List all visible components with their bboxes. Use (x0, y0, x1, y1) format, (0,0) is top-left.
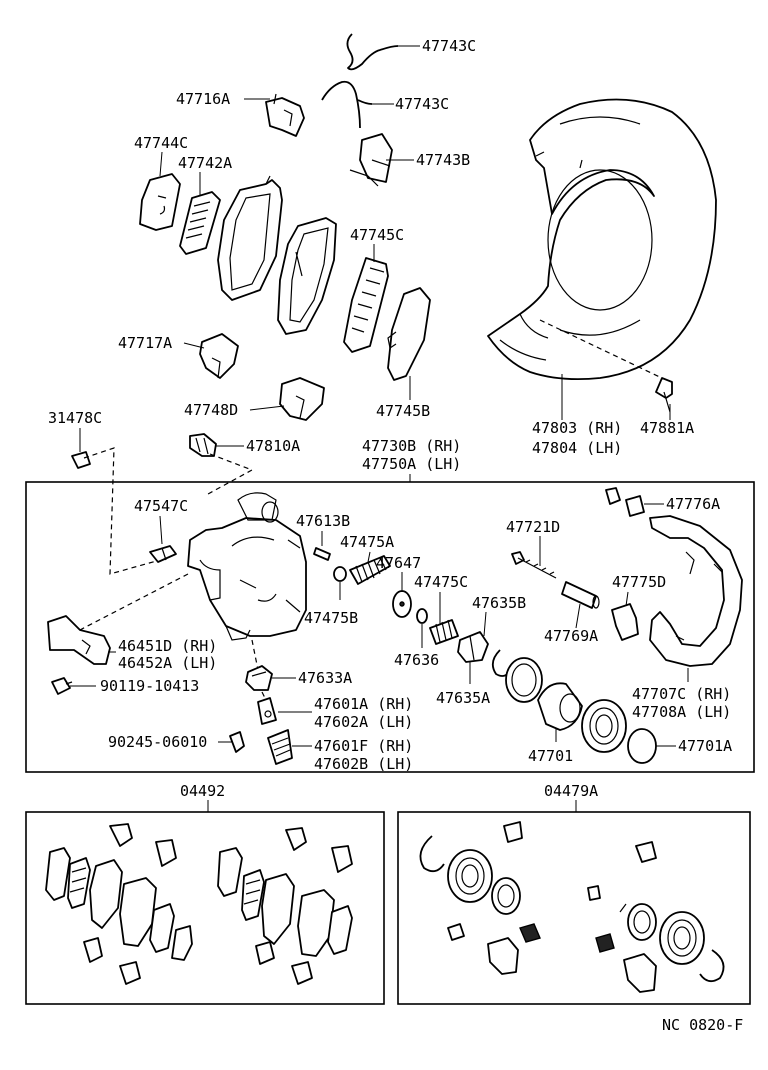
cylinder-boot-ring (505, 657, 543, 703)
brake-pad-inner (277, 217, 337, 335)
label-47881a: 47881A (640, 419, 694, 437)
label-47810a: 47810A (246, 437, 300, 455)
shim-47742a (179, 191, 221, 255)
label-47803-rh: 47803 (RH) (532, 419, 622, 437)
spring-47475c (429, 619, 459, 645)
shim-47745b (387, 287, 431, 381)
label-47708a-lh: 47708A (LH) (632, 703, 731, 721)
brake-pad-outer (217, 175, 283, 301)
disc-dust-cover (487, 98, 717, 381)
boot-47633a (245, 665, 273, 691)
piston-47701 (537, 682, 583, 731)
label-47769a: 47769A (544, 627, 598, 645)
label-kit-04492: 04492 (180, 782, 225, 800)
bushing-47776a (605, 487, 645, 517)
anti-squeal-spring-upper (346, 33, 399, 71)
label-47776a: 47776A (666, 495, 720, 513)
slide-pin-47601f (267, 729, 293, 765)
pin-47613b (313, 547, 331, 561)
label-47745b: 47745B (376, 402, 430, 420)
label-90119-10413: 90119-10413 (100, 677, 199, 695)
slide-pin-47601a (257, 697, 277, 725)
pad-clip-47743b (349, 133, 393, 187)
anti-squeal-spring-lower (321, 80, 373, 129)
label-46452a-lh: 46452A (LH) (118, 654, 217, 672)
bolt-90119-10413 (51, 677, 73, 695)
label-47475a: 47475A (340, 533, 394, 551)
bleeder-plug-47810a (189, 433, 217, 457)
label-47743b: 47743B (416, 151, 470, 169)
label-47717a: 47717A (118, 334, 172, 352)
bolt-47881a (655, 377, 673, 413)
kit-04479a-frame (397, 811, 751, 1005)
label-47743c-lower: 47743C (395, 95, 449, 113)
shim-47744c (139, 173, 181, 231)
label-47804-lh: 47804 (LH) (532, 439, 622, 457)
label-47730b-rh: 47730B (RH) (362, 437, 461, 455)
seal-47636 (416, 608, 428, 624)
kit-04492-frame (25, 811, 385, 1005)
shim-47745c (343, 257, 389, 353)
label-47601f-rh: 47601F (RH) (314, 737, 413, 755)
boot-47635a (457, 631, 489, 663)
label-47475b: 47475B (304, 609, 358, 627)
label-47602a-lh: 47602A (LH) (314, 713, 413, 731)
label-47745c: 47745C (350, 226, 404, 244)
label-47635a: 47635A (436, 689, 490, 707)
kit-04479a-contents (419, 821, 725, 993)
bleeder-screw-47547c (149, 545, 177, 563)
label-47775d: 47775D (612, 573, 666, 591)
plate-47647 (392, 590, 412, 618)
label-47475c: 47475C (414, 573, 468, 591)
label-kit-04479a: 04479A (544, 782, 598, 800)
spring-47475a (349, 555, 391, 585)
label-31478c: 31478C (48, 409, 102, 427)
label-47601a-rh: 47601A (RH) (314, 695, 413, 713)
label-47721d: 47721D (506, 518, 560, 536)
label-47748d: 47748D (184, 401, 238, 419)
bushing-47775d (611, 603, 639, 641)
label-47716a: 47716A (176, 90, 230, 108)
caliper-cylinder (187, 492, 307, 641)
label-47701a: 47701A (678, 737, 732, 755)
label-47701: 47701 (528, 747, 573, 765)
footer-code: NC 0820-F (662, 1016, 743, 1034)
label-47750a-lh: 47750A (LH) (362, 455, 461, 473)
bracket-46451d (47, 615, 111, 665)
slide-pin-47769a (561, 581, 600, 609)
ring-47475b (333, 566, 347, 582)
label-47743c-upper: 47743C (422, 37, 476, 55)
label-47742a: 47742A (178, 154, 232, 172)
pad-clip-47748d (279, 377, 325, 421)
label-47633a: 47633A (298, 669, 352, 687)
label-90245-06010: 90245-06010 (108, 733, 207, 751)
kit-04492-contents (45, 823, 353, 985)
cap-31478c (71, 451, 91, 469)
label-46451d-rh: 46451D (RH) (118, 637, 217, 655)
pad-clip-47717a (199, 333, 239, 379)
label-47707c-rh: 47707C (RH) (632, 685, 731, 703)
label-47613b: 47613B (296, 512, 350, 530)
label-47636: 47636 (394, 651, 439, 669)
torque-plate-47707c (649, 515, 743, 667)
ring-47701a (627, 728, 657, 764)
label-47635b: 47635B (472, 594, 526, 612)
caliper-assembly-frame (25, 481, 755, 773)
pad-clip-47716a (265, 93, 305, 137)
label-47647: 47647 (376, 554, 421, 572)
piston-seal (581, 699, 627, 753)
pin-90245-06010 (229, 731, 245, 753)
label-47744c: 47744C (134, 134, 188, 152)
label-47547c: 47547C (134, 497, 188, 515)
bolt-47721d (511, 551, 557, 579)
label-47602b-lh: 47602B (LH) (314, 755, 413, 773)
